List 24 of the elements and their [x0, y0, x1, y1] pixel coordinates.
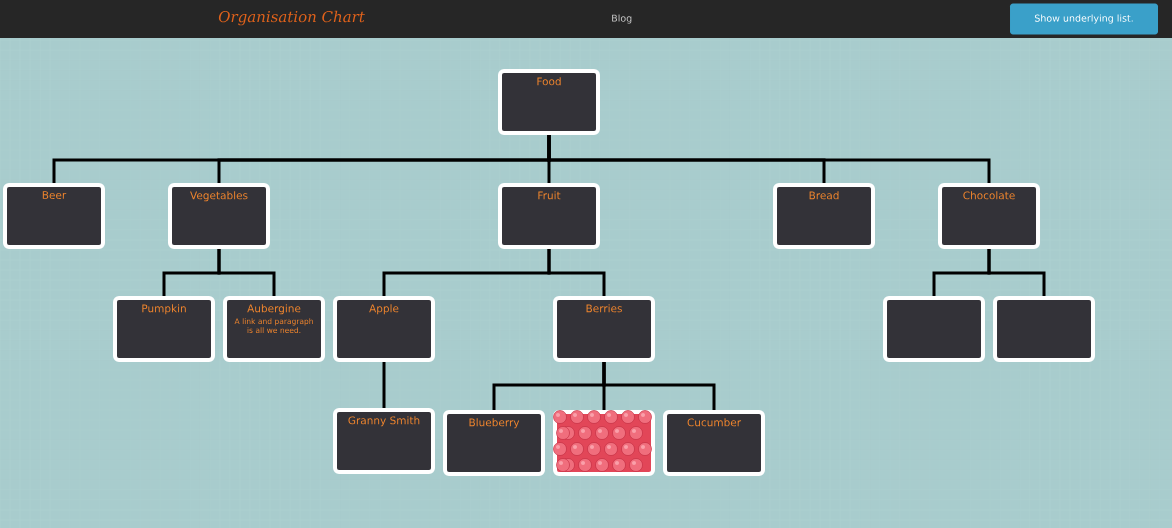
org-box: Pumpkin	[113, 296, 215, 362]
site-title: Organisation Chart	[218, 10, 365, 26]
connector-line	[217, 249, 276, 296]
org-box: Blueberry	[443, 410, 545, 476]
connector-line	[987, 249, 1046, 296]
org-box: Food	[498, 69, 600, 135]
org-box	[883, 296, 985, 362]
org-box: Apple	[333, 296, 435, 362]
org-box: Bread	[773, 183, 875, 249]
org-box: Cucumber	[663, 410, 765, 476]
org-box: Chocolate	[938, 183, 1040, 249]
org-box: Berries	[553, 296, 655, 362]
org-box: Beer	[3, 183, 105, 249]
org-box	[993, 296, 1095, 362]
org-box: Vegetables	[168, 183, 270, 249]
org-box: Granny Smith	[333, 408, 435, 474]
connector-line	[602, 362, 716, 410]
raspberries-drawing	[553, 410, 655, 476]
show-list-button: Show underlying list.	[1010, 3, 1158, 35]
nav-link: Blog	[612, 14, 632, 24]
connector-line	[547, 249, 606, 296]
org-box: Fruit	[498, 183, 600, 249]
connector-line	[382, 362, 386, 408]
connector-line	[547, 135, 991, 183]
